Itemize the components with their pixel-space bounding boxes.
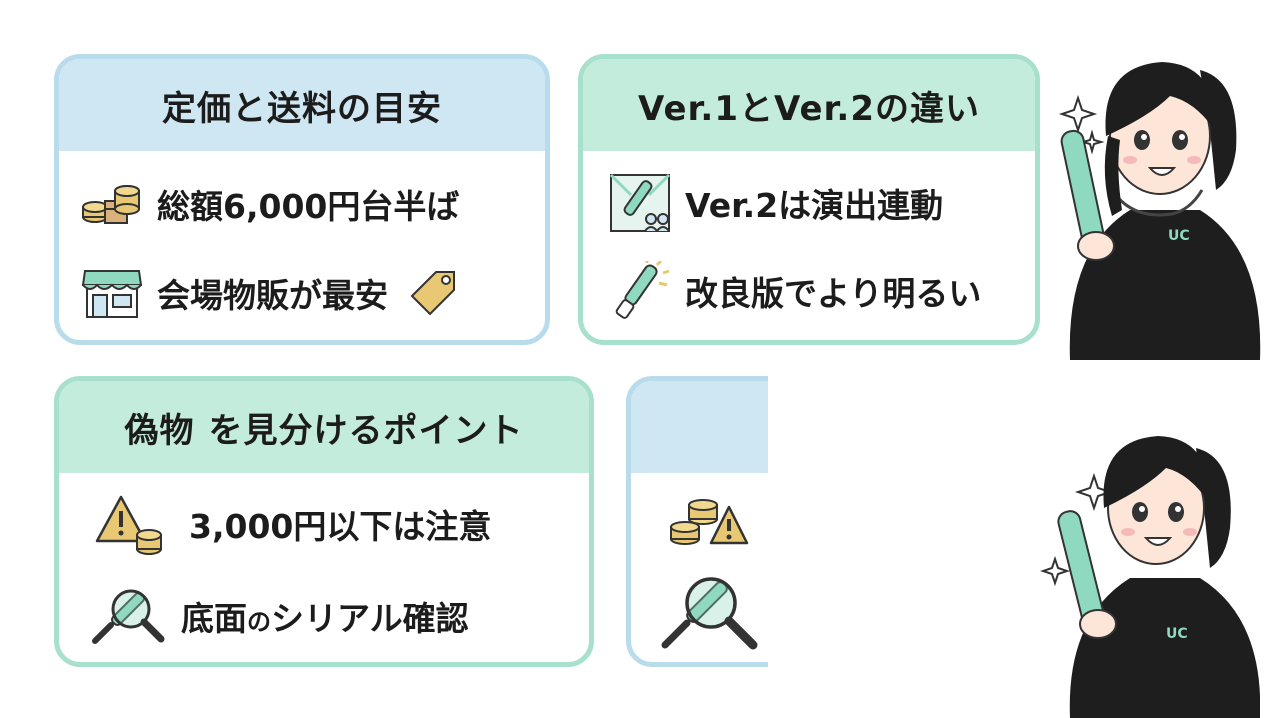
item-text: 3,000円以下は注意	[189, 507, 492, 546]
version-card: Ver.1とVer.2の違い Ver.2は演出連動 改良版でより明るい	[578, 54, 1040, 345]
hoodie-logo: UC	[1168, 228, 1190, 244]
stage-penlight-icon	[609, 173, 671, 232]
price-tag-icon	[410, 271, 455, 316]
item-text-part-2: の	[247, 608, 271, 636]
hoodie-logo: UC	[1166, 626, 1188, 642]
coins-warning-icon	[670, 499, 749, 545]
character-illustration-2: UC	[1040, 436, 1260, 718]
item-text: 総額6,000円台半ば	[157, 187, 460, 226]
list-item: 改良版でより明るい	[609, 261, 981, 321]
shop-icon	[81, 270, 143, 318]
magnifier-penlight-icon	[661, 577, 758, 650]
item-text: 底面 の シリアル確認	[181, 592, 469, 640]
fake-check-card-title: 偽物 を見分けるポイント	[59, 381, 589, 473]
glowing-penlight-icon	[615, 261, 670, 319]
version-card-title: Ver.1とVer.2の違い	[583, 59, 1035, 151]
title-part-2: を見分けるポイント	[208, 410, 524, 451]
character-illustration: UC	[1058, 62, 1261, 360]
price-card: 定価と送料の目安 総額6,000円台半ば 会場物販が最安	[54, 54, 550, 345]
list-item	[663, 497, 749, 547]
list-item	[657, 573, 767, 653]
item-text-part-3: シリアル確認	[271, 599, 469, 638]
item-text: Ver.2は演出連動	[685, 186, 944, 225]
warning-coins-icon	[95, 495, 162, 555]
list-item: 3,000円以下は注意	[95, 493, 491, 555]
item-text: 会場物販が最安	[157, 276, 388, 315]
list-item: 総額6,000円台半ば	[81, 177, 459, 231]
magnifier-penlight-icon	[92, 589, 165, 644]
price-card-title: 定価と送料の目安	[59, 59, 545, 151]
item-text: 改良版でより明るい	[685, 274, 982, 313]
title-part-1: 偽物	[124, 410, 195, 451]
list-item: 底面 の シリアル確認	[87, 585, 469, 647]
coins-box-icon	[82, 185, 140, 224]
item-text-part-1: 底面	[181, 599, 247, 638]
list-item: Ver.2は演出連動	[609, 173, 943, 233]
list-item: 会場物販が最安	[81, 265, 460, 321]
fake-check-card: 偽物 を見分けるポイント 3,000円以下は注意 底面 の シリアル確認	[54, 376, 594, 667]
crop-mask	[768, 360, 828, 680]
